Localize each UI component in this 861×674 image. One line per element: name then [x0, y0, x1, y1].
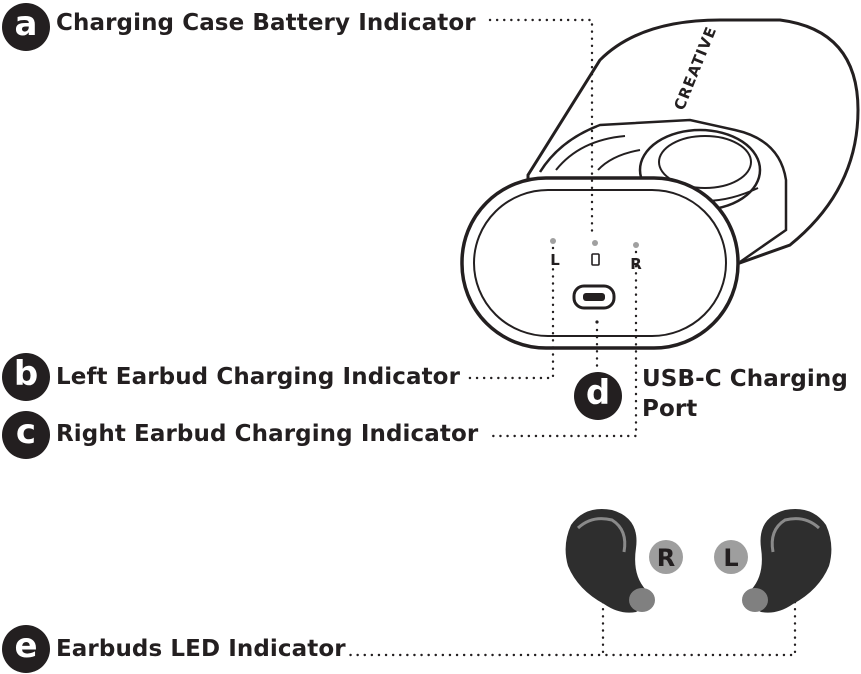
callout-b-letter: b	[13, 354, 39, 394]
callout-c-letter: c	[15, 412, 37, 452]
right-tag: R	[657, 544, 675, 572]
callout-a-badge: a	[2, 3, 50, 51]
callout-b-label: Left Earbud Charging Indicator	[56, 364, 461, 390]
battery-icon	[591, 253, 600, 266]
callout-d-line1: USB-C Charging	[642, 366, 848, 392]
callout-e-badge: e	[2, 625, 50, 673]
battery-led-dot	[592, 240, 598, 246]
leader-lines	[348, 18, 797, 657]
right-led-dot	[633, 242, 639, 248]
callout-e-label: Earbuds LED Indicator	[56, 636, 346, 662]
left-tag-circle	[714, 540, 748, 574]
charging-case-front	[460, 176, 740, 350]
callout-d-line2: Port	[642, 396, 698, 422]
callout-d-badge: d	[574, 372, 622, 420]
callout-d-letter: d	[585, 373, 611, 413]
right-earbud	[565, 509, 655, 613]
callout-e-letter: e	[14, 626, 38, 666]
callout-a-label: Charging Case Battery Indicator	[56, 10, 476, 36]
callout-b-badge: b	[2, 353, 50, 401]
right-tag-circle	[649, 540, 683, 574]
callout-d-label: USB-C Charging Port	[642, 364, 857, 424]
left-earbud	[742, 509, 832, 613]
case-left-marker: L	[550, 251, 560, 269]
usb-c-port-icon	[572, 284, 616, 310]
callout-c-label: Right Earbud Charging Indicator	[56, 421, 479, 447]
left-tag: L	[723, 544, 738, 572]
left-led-dot	[550, 238, 556, 244]
callout-a-letter: a	[14, 4, 38, 44]
callout-c-badge: c	[2, 411, 50, 459]
case-right-marker: R	[630, 255, 642, 273]
